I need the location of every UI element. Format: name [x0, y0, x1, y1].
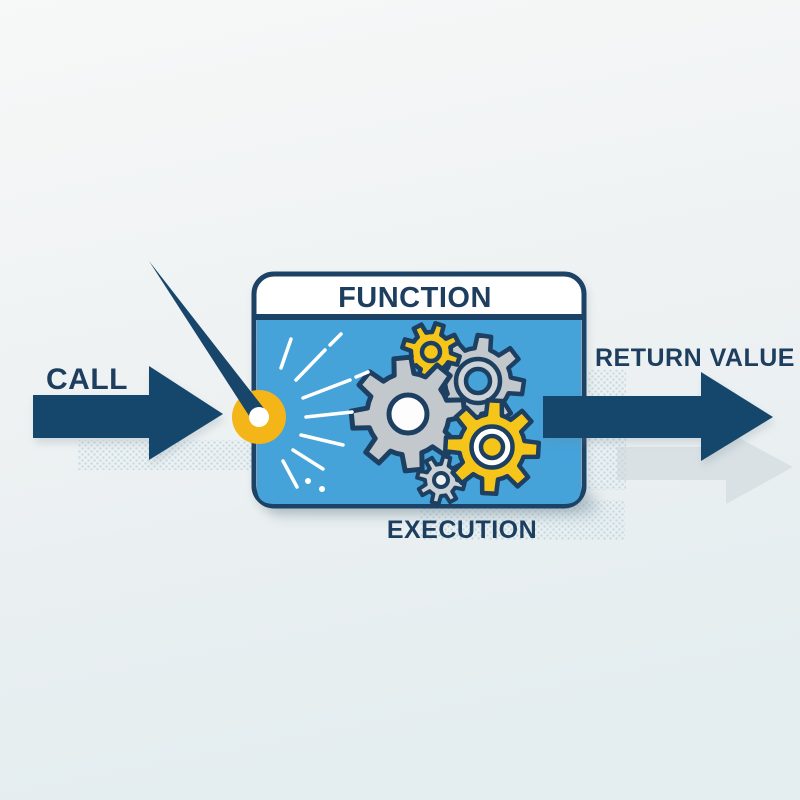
gear-gray-small-icon [415, 454, 467, 506]
function-label: FUNCTION [338, 282, 492, 314]
gears-icon [348, 321, 542, 506]
ghost-arrow-shadow [617, 431, 793, 504]
return-arrow-icon [543, 372, 773, 461]
return-value-label: RETURN VALUE [595, 344, 795, 372]
gear-gray-large-icon [348, 354, 468, 474]
call-arrow-icon [33, 366, 223, 460]
impact-point-center [249, 407, 269, 427]
gear-yellow-large-icon [442, 397, 542, 497]
call-label: CALL [46, 363, 128, 396]
function-header-divider [256, 314, 582, 320]
pendulum-needle-icon [149, 261, 266, 422]
spark-burst-icon [279, 332, 370, 492]
execution-label: EXECUTION [387, 516, 537, 544]
